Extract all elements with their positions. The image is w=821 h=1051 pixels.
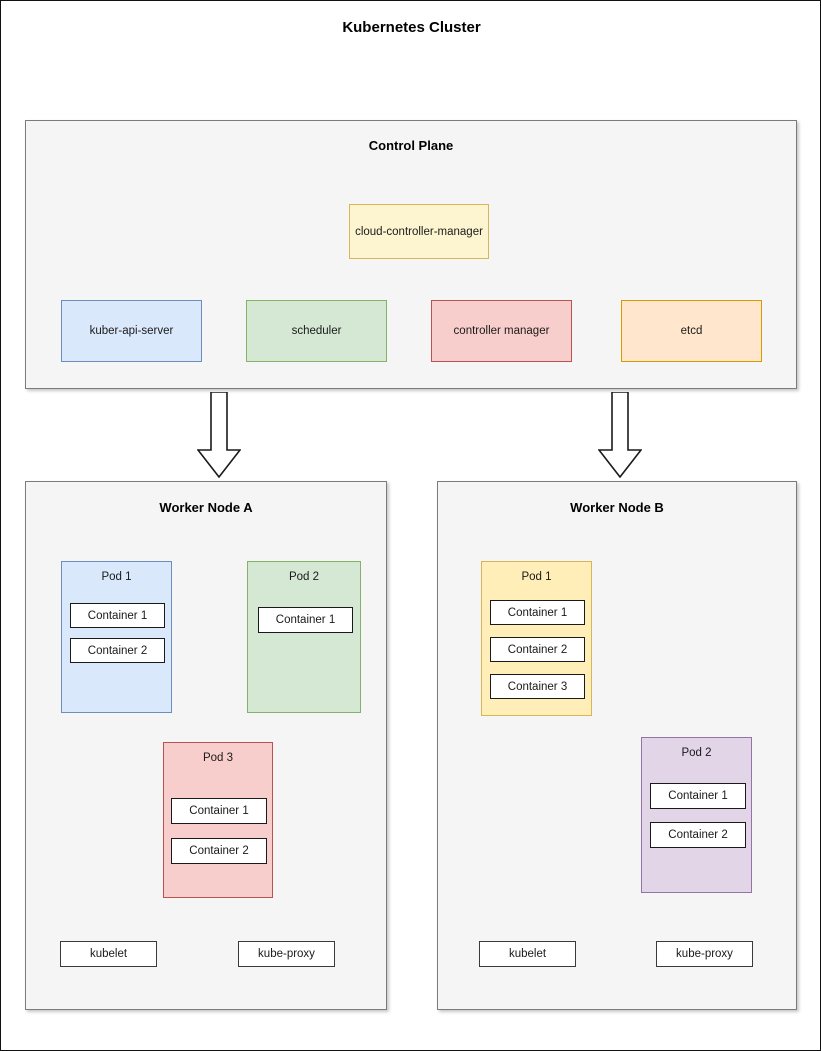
service-label: kube-proxy bbox=[676, 948, 733, 960]
container-box[interactable]: Container 1 bbox=[258, 607, 353, 633]
container-label: Container 1 bbox=[668, 790, 728, 802]
service-label: kube-proxy bbox=[258, 948, 315, 960]
component-etcd[interactable]: etcd bbox=[621, 300, 762, 362]
container-box[interactable]: Container 1 bbox=[490, 600, 585, 625]
container-box[interactable]: Container 1 bbox=[171, 798, 267, 824]
container-box[interactable]: Container 1 bbox=[650, 783, 746, 809]
container-label: Container 2 bbox=[507, 643, 568, 656]
component-label: kuber-api-server bbox=[89, 325, 174, 337]
component-cloud-controller-manager[interactable]: cloud-controller-manager bbox=[349, 204, 489, 259]
component-kuber-api-server[interactable]: kuber-api-server bbox=[61, 300, 202, 362]
container-label: Container 1 bbox=[189, 805, 249, 817]
pod-label: Pod 1 bbox=[521, 571, 552, 583]
arrow-control-plane-to-worker-node-a bbox=[197, 392, 241, 478]
worker-node-b-title: Worker Node B bbox=[570, 500, 664, 515]
container-box[interactable]: Container 1 bbox=[70, 603, 165, 628]
container-box[interactable]: Container 2 bbox=[171, 838, 267, 864]
container-box[interactable]: Container 2 bbox=[70, 638, 165, 663]
component-scheduler[interactable]: scheduler bbox=[246, 300, 387, 362]
worker-node-a-title: Worker Node A bbox=[159, 500, 253, 515]
component-label: etcd bbox=[680, 325, 703, 337]
worker-node-a-pod-2[interactable]: Pod 2 Container 1 bbox=[247, 561, 361, 713]
worker-node-b-pod-2[interactable]: Pod 2 Container 1 Container 2 bbox=[641, 737, 752, 893]
worker-node-a-pod-3[interactable]: Pod 3 Container 1 Container 2 bbox=[163, 742, 273, 898]
worker-node-a-pod-1[interactable]: Pod 1 Container 1 Container 2 bbox=[61, 561, 172, 713]
container-box[interactable]: Container 2 bbox=[650, 822, 746, 848]
pod-label: Pod 2 bbox=[681, 747, 712, 759]
container-label: Container 2 bbox=[189, 845, 249, 857]
pod-label: Pod 1 bbox=[101, 571, 132, 583]
worker-node-a-kube-proxy[interactable]: kube-proxy bbox=[238, 941, 335, 967]
component-label: scheduler bbox=[291, 325, 342, 337]
component-label: controller manager bbox=[453, 325, 550, 337]
container-label: Container 1 bbox=[275, 614, 336, 626]
container-box[interactable]: Container 3 bbox=[490, 674, 585, 699]
arrow-control-plane-to-worker-node-b bbox=[598, 392, 642, 478]
component-label: cloud-controller-manager bbox=[355, 225, 483, 238]
service-label: kubelet bbox=[89, 948, 128, 960]
worker-node-b-kube-proxy[interactable]: kube-proxy bbox=[656, 941, 753, 967]
worker-node-b-kubelet[interactable]: kubelet bbox=[479, 941, 576, 967]
container-label: Container 2 bbox=[87, 644, 148, 657]
worker-node-a-kubelet[interactable]: kubelet bbox=[60, 941, 157, 967]
page-title: Kubernetes Cluster bbox=[342, 19, 481, 36]
worker-node-b-pod-1[interactable]: Pod 1 Container 1 Container 2 Container … bbox=[481, 561, 592, 716]
control-plane-title: Control Plane bbox=[368, 138, 454, 153]
pod-label: Pod 2 bbox=[288, 571, 320, 583]
container-label: Container 1 bbox=[507, 606, 568, 619]
component-controller-manager[interactable]: controller manager bbox=[431, 300, 572, 362]
container-label: Container 1 bbox=[87, 609, 148, 622]
service-label: kubelet bbox=[508, 948, 547, 960]
pod-label: Pod 3 bbox=[202, 752, 234, 764]
container-box[interactable]: Container 2 bbox=[490, 637, 585, 662]
container-label: Container 3 bbox=[507, 680, 568, 693]
container-label: Container 2 bbox=[668, 829, 728, 841]
